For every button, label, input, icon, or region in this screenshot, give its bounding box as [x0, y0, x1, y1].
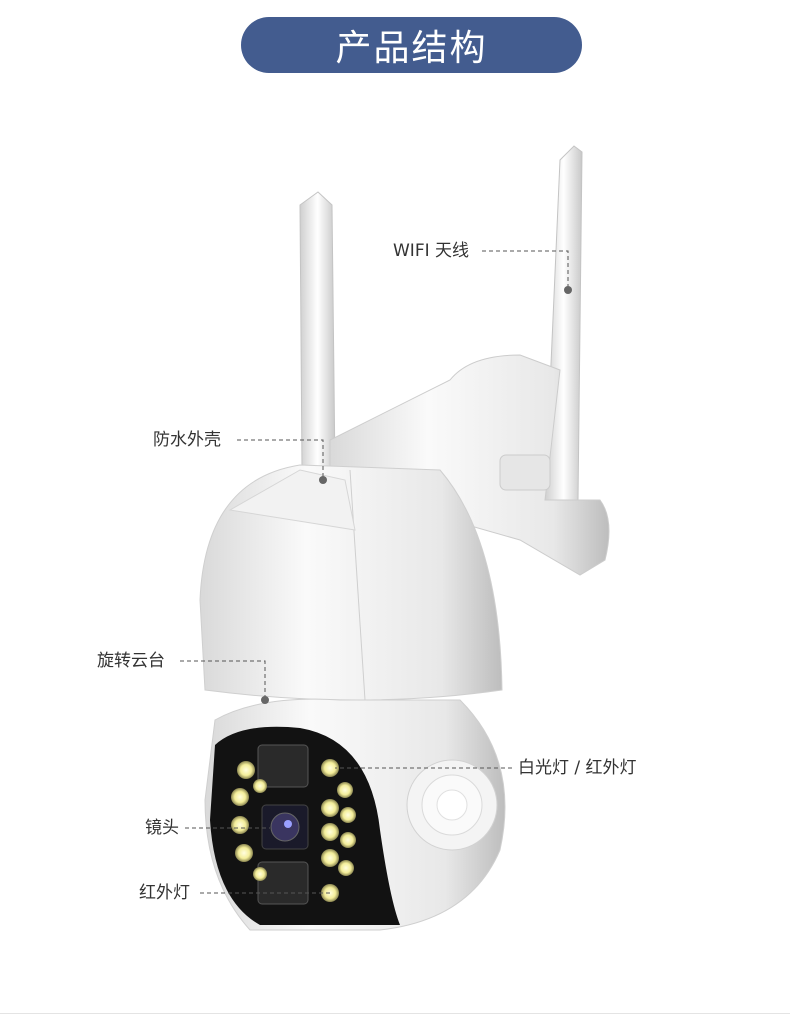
- callout-housing: 防水外壳: [153, 430, 221, 450]
- led-array: [231, 759, 356, 902]
- wall-bracket: [329, 354, 610, 576]
- bottom-divider: [0, 1013, 790, 1014]
- section-title: 产品结构: [241, 17, 582, 73]
- leader-lines: [180, 250, 569, 894]
- callout-gimbal: 旋转云台: [97, 651, 165, 671]
- left-antenna: [299, 191, 336, 471]
- antenna-connector: [499, 454, 551, 491]
- ir-sensor-bottom: [257, 861, 309, 905]
- callout-antenna: WIFI 天线: [393, 241, 470, 261]
- callout-lights: 白光灯 / 红外灯: [518, 758, 637, 778]
- section-title-text: 产品结构: [335, 28, 488, 69]
- dome-housing: [199, 464, 503, 701]
- lens: [270, 812, 300, 842]
- callout-infrared: 红外灯: [139, 883, 190, 903]
- ir-sensor-top: [257, 744, 309, 788]
- callout-lens: 镜头: [145, 818, 179, 838]
- callout-dots: [261, 286, 572, 704]
